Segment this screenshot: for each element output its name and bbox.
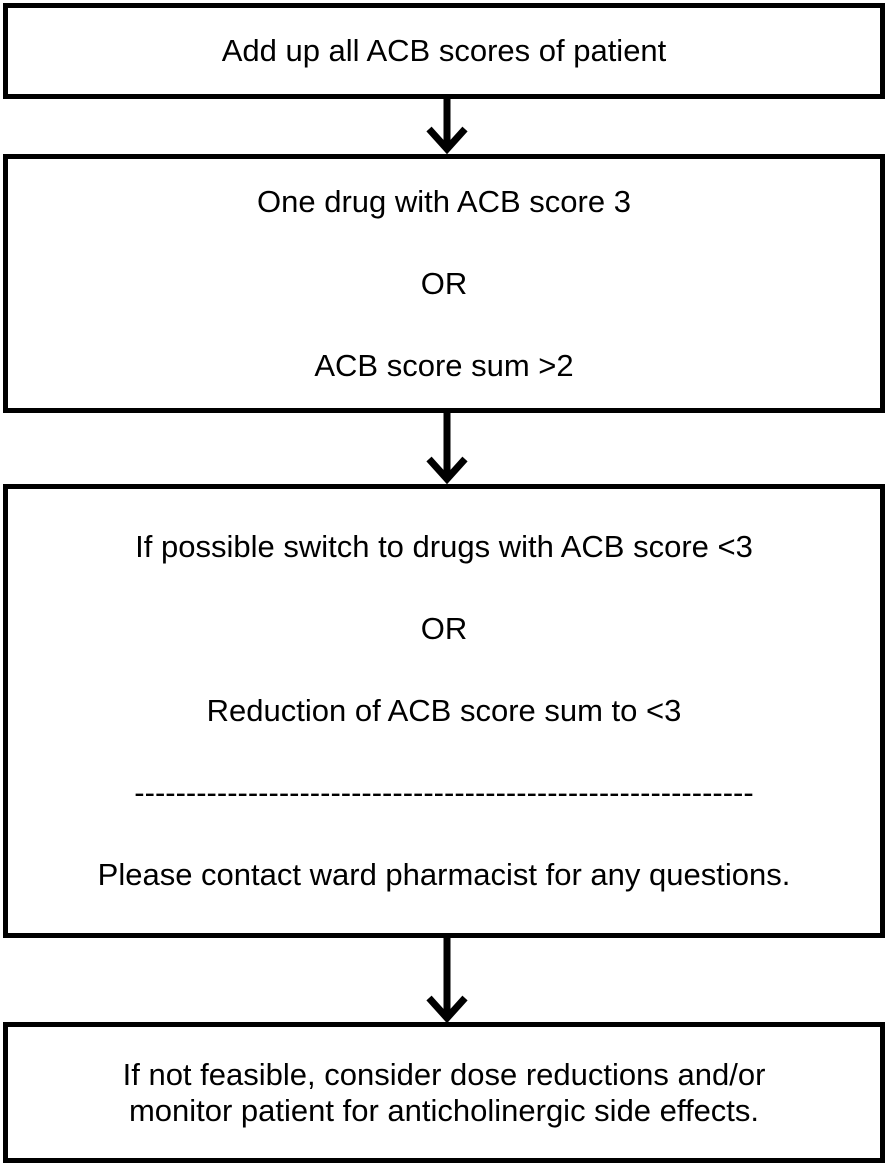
action-connector: OR — [420, 611, 468, 646]
step-action-box: If possible switch to drugs with ACB sco… — [3, 484, 885, 938]
step-sum-text: Add up all ACB scores of patient — [221, 33, 667, 68]
action-note: Please contact ward pharmacist for any q… — [97, 857, 791, 892]
step-sum-box: Add up all ACB scores of patient — [3, 3, 885, 99]
criteria-line-2: ACB score sum >2 — [314, 347, 574, 383]
fallback-line-1: If not feasible, consider dose reduction… — [122, 1056, 766, 1092]
arrow-down-icon — [426, 99, 468, 155]
step-fallback-box: If not feasible, consider dose reduction… — [3, 1022, 885, 1163]
arrow-down-icon — [426, 413, 468, 485]
criteria-line-1: One drug with ACB score 3 — [257, 183, 631, 219]
criteria-connector: OR — [420, 265, 468, 301]
action-line-2: Reduction of ACB score sum to <3 — [206, 693, 682, 728]
arrow-down-icon — [426, 938, 468, 1024]
action-line-1: If possible switch to drugs with ACB sco… — [135, 529, 753, 564]
fallback-line-2: monitor patient for anticholinergic side… — [128, 1092, 760, 1128]
step-criteria-box: One drug with ACB score 3 OR ACB score s… — [3, 154, 885, 413]
action-separator: ----------------------------------------… — [134, 775, 754, 810]
